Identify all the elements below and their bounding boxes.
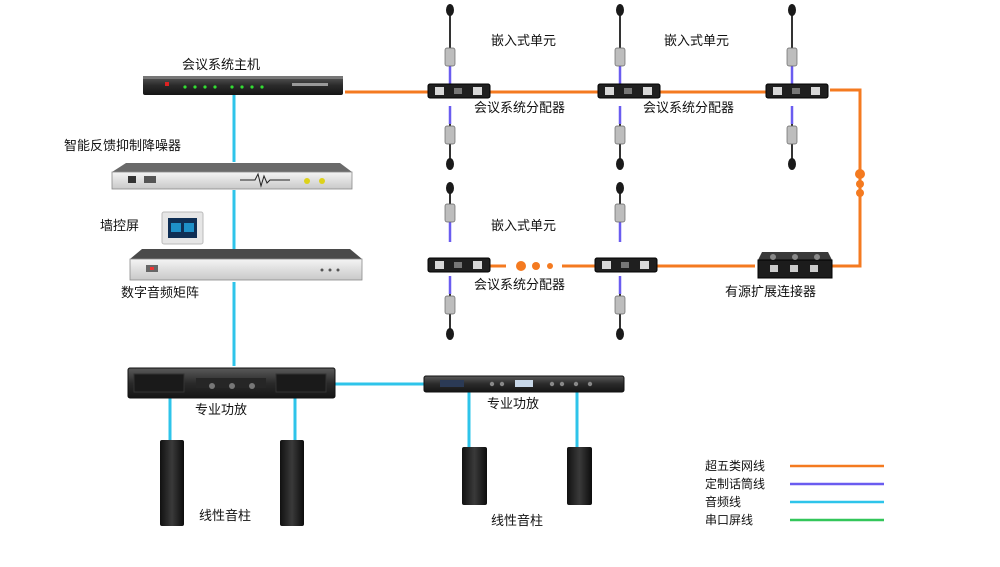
legend-label-serial: 串口屏线	[705, 513, 754, 527]
mic-unit-label-2: 嵌入式单元	[664, 34, 730, 49]
splitter-4	[427, 257, 491, 273]
speaker-1	[160, 440, 184, 526]
extender-device	[757, 252, 833, 279]
gooseneck-mic-10	[614, 276, 626, 340]
gooseneck-mic-8	[614, 182, 626, 242]
network-break-dots	[516, 169, 865, 271]
speaker-label-1: 线性音柱	[199, 509, 252, 524]
suppressor-label: 智能反馈抑制降噪器	[64, 139, 182, 154]
host-label: 会议系统主机	[182, 58, 261, 73]
mic-unit-label-3: 嵌入式单元	[491, 219, 557, 234]
network-cables	[345, 88, 862, 268]
matrix-device	[129, 249, 363, 281]
speaker-4	[567, 447, 592, 505]
splitter-label-1: 会议系统分配器	[474, 101, 566, 116]
gooseneck-mic-5	[614, 106, 626, 170]
wall-panel-label: 墙控屏	[100, 219, 140, 234]
host-device	[143, 76, 343, 95]
splitter-1	[427, 83, 491, 99]
speaker-label-2: 线性音柱	[491, 514, 544, 529]
gooseneck-mic-1	[444, 4, 456, 86]
legend-label-audio: 音频线	[705, 495, 742, 509]
audio-cables	[168, 95, 579, 447]
speaker-3	[462, 447, 487, 505]
splitter-label-2: 会议系统分配器	[643, 101, 735, 116]
splitter-2	[597, 83, 661, 99]
legend-lines	[790, 464, 884, 522]
amp-device-2	[423, 375, 625, 393]
gooseneck-mic-4	[444, 106, 456, 170]
splitter-label-3: 会议系统分配器	[474, 278, 566, 293]
matrix-label: 数字音频矩阵	[121, 286, 200, 301]
gooseneck-mic-3	[786, 4, 798, 86]
gooseneck-mic-7	[444, 182, 456, 242]
wall-panel-device	[161, 211, 204, 245]
suppressor-device	[111, 163, 353, 190]
gooseneck-mic-2	[614, 4, 626, 86]
splitter-3	[765, 83, 829, 99]
amp-label-1: 专业功放	[195, 403, 248, 418]
mic-unit-label-1: 嵌入式单元	[491, 34, 557, 49]
gooseneck-mic-9	[444, 276, 456, 340]
legend-label-mic-cable: 定制话筒线	[705, 477, 766, 491]
gooseneck-mic-6	[786, 106, 798, 170]
mic-units	[444, 4, 798, 340]
legend-label-network: 超五类网线	[705, 459, 766, 473]
splitter-5	[594, 257, 658, 273]
splitter-units	[427, 83, 829, 273]
speaker-2	[280, 440, 304, 526]
amp-device-1	[127, 367, 336, 399]
extender-label: 有源扩展连接器	[725, 285, 817, 300]
amp-label-2: 专业功放	[487, 397, 540, 412]
net-line-loop-extender	[830, 88, 862, 268]
